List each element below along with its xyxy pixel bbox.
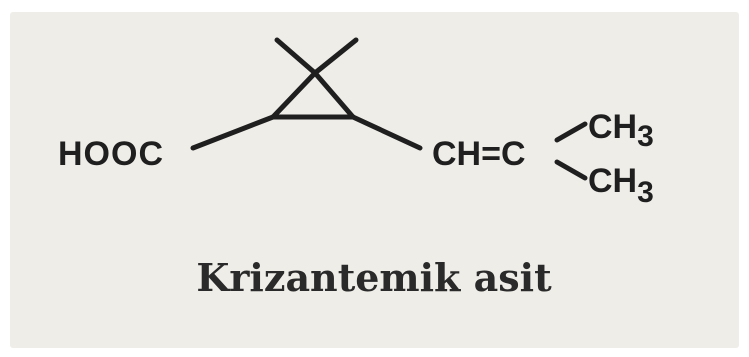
gem-methyl-right — [312, 37, 359, 76]
methyl-top-ch: CH — [588, 108, 637, 146]
bond-to-vinyl — [350, 114, 423, 151]
gem-methyl-left — [274, 37, 318, 76]
ring-bond-left — [270, 70, 318, 120]
methyl-top-subscript: 3 — [637, 120, 654, 153]
bond-to-methyl-top — [554, 121, 588, 143]
methyl-bottom-subscript: 3 — [637, 176, 654, 209]
vinyl-group-label: CH=C — [432, 135, 526, 173]
bond-to-carboxyl — [190, 114, 276, 151]
bond-to-methyl-bottom — [554, 159, 588, 181]
methyl-top-label: CH3 — [588, 108, 654, 153]
paper-background — [10, 12, 739, 348]
carboxyl-group-label: HOOC — [58, 135, 164, 173]
compound-name-caption: Krizantemik asit — [196, 255, 552, 300]
ring-bond-right — [312, 70, 356, 120]
bond-lines — [190, 37, 588, 181]
methyl-bottom-ch: CH — [588, 162, 637, 200]
methyl-bottom-label: CH3 — [588, 162, 654, 209]
